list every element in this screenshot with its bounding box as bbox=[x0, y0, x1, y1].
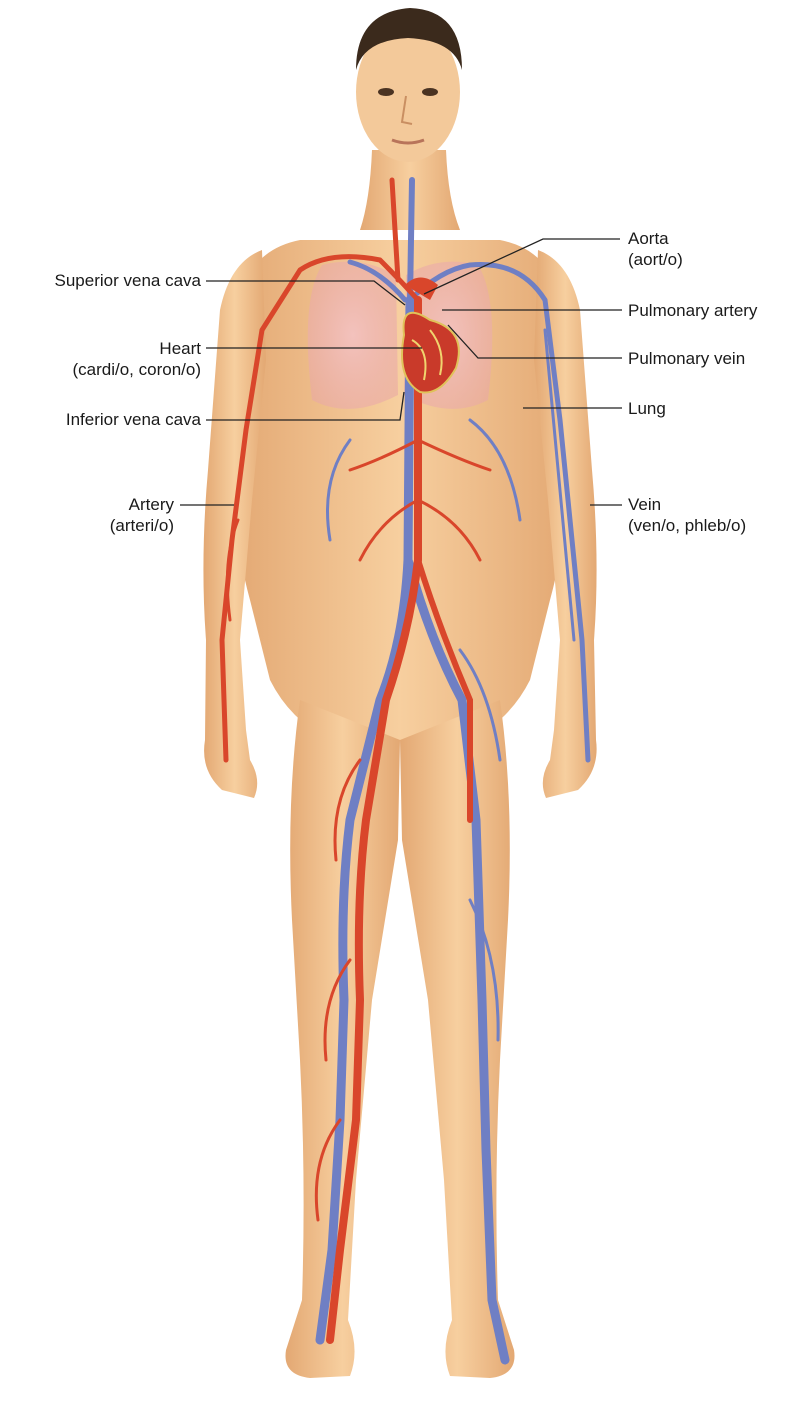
aorta-root: (aort/o) bbox=[628, 249, 683, 270]
aorta-name: Aorta bbox=[628, 228, 683, 249]
lung-name: Lung bbox=[628, 399, 666, 418]
label-lung: Lung bbox=[628, 398, 666, 419]
label-artery: Artery (arteri/o) bbox=[110, 494, 174, 536]
label-vein: Vein (ven/o, phleb/o) bbox=[628, 494, 746, 536]
vein-name: Vein bbox=[628, 494, 746, 515]
label-pulmonary-artery: Pulmonary artery bbox=[628, 300, 757, 321]
artery-root: (arteri/o) bbox=[110, 515, 174, 536]
heart-root: (cardi/o, coron/o) bbox=[73, 359, 202, 380]
label-aorta: Aorta (aort/o) bbox=[628, 228, 683, 270]
body-silhouette bbox=[203, 8, 596, 1378]
heart-name: Heart bbox=[73, 338, 202, 359]
pulmonary-artery-name: Pulmonary artery bbox=[628, 301, 757, 320]
label-superior-vena-cava: Superior vena cava bbox=[55, 270, 201, 291]
pulmonary-vein-name: Pulmonary vein bbox=[628, 349, 745, 368]
artery-name: Artery bbox=[110, 494, 174, 515]
vein-root: (ven/o, phleb/o) bbox=[628, 515, 746, 536]
label-heart: Heart (cardi/o, coron/o) bbox=[73, 338, 202, 380]
superior-vena-cava-name: Superior vena cava bbox=[55, 271, 201, 290]
label-inferior-vena-cava: Inferior vena cava bbox=[66, 409, 201, 430]
label-pulmonary-vein: Pulmonary vein bbox=[628, 348, 745, 369]
inferior-vena-cava-name: Inferior vena cava bbox=[66, 410, 201, 429]
